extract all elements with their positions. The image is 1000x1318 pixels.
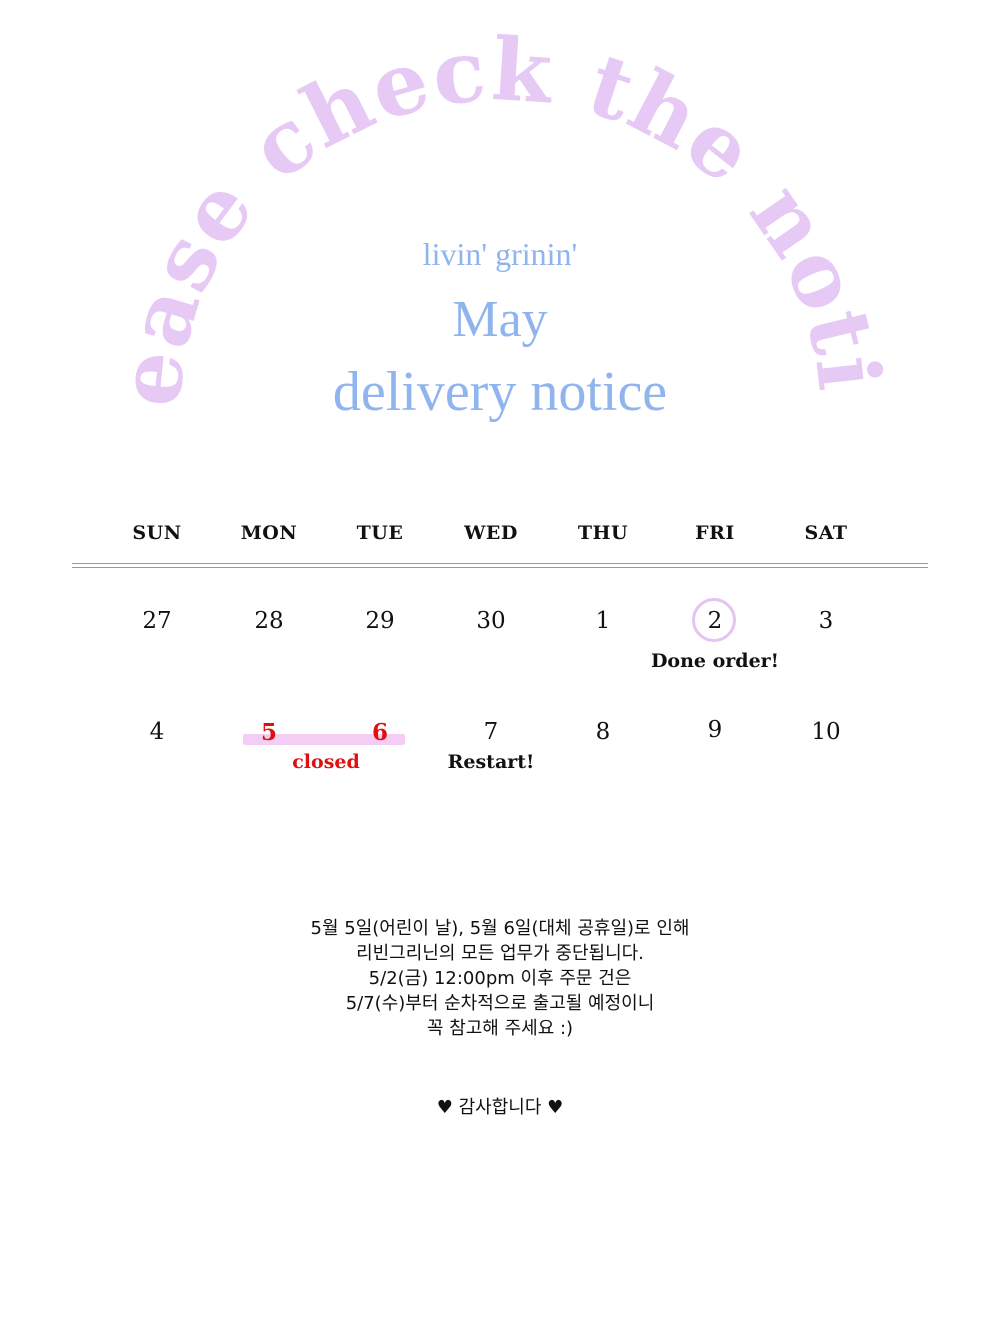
calendar-day-order-deadline: 2: [707, 608, 723, 634]
calendar-day: 30: [476, 608, 506, 634]
calendar-divider-bottom: [72, 567, 928, 568]
weekday-fri: FRI: [695, 522, 735, 544]
closed-highlight-bar: [243, 734, 405, 745]
notice-body: 5월 5일(어린이 날), 5월 6일(대체 공휴일)로 인해 리빈그리닌의 모…: [0, 916, 1000, 1041]
calendar-day: 8: [595, 719, 611, 745]
calendar-day: 3: [818, 608, 834, 634]
calendar-day: 27: [142, 608, 172, 634]
arc-headline-path: please check the notice: [0, 0, 898, 411]
calendar-day: 9: [707, 717, 723, 743]
page-title: delivery notice: [332, 361, 668, 423]
calendar-divider-top: [72, 563, 928, 564]
calendar-day-closed: 6: [371, 719, 388, 746]
notice-line: 리빈그리닌의 모든 업무가 중단됩니다.: [356, 943, 644, 964]
calendar-day-restart: 7: [483, 719, 499, 745]
calendar-day: 4: [149, 719, 165, 745]
thanks-message: ♥ 감사합니다 ♥: [436, 1097, 564, 1118]
calendar-day: 29: [365, 608, 395, 634]
brand-name: livin' grinin': [422, 236, 578, 272]
order-deadline-circle: [692, 598, 736, 642]
weekday-mon: MON: [240, 522, 298, 544]
arc-headline: please check the notice: [0, 0, 1000, 460]
calendar-day: 1: [595, 608, 611, 634]
calendar-day: 10: [811, 719, 841, 745]
weekday-sun: SUN: [132, 522, 182, 544]
notice-line: 5월 5일(어린이 날), 5월 6일(대체 공휴일)로 인해: [310, 918, 690, 939]
closed-note: closed: [292, 751, 360, 773]
arc-headline-text: please check the notice: [0, 0, 900, 411]
notice-line: 5/7(수)부터 순차적으로 출고될 예정이니: [345, 993, 655, 1014]
month-title: May: [452, 291, 548, 348]
calendar-day: 28: [254, 608, 284, 634]
restart-note: Restart!: [447, 751, 535, 773]
done-order-note: Done order!: [650, 650, 780, 672]
notice-line: 5/2(금) 12:00pm 이후 주문 건은: [368, 968, 632, 989]
weekday-thu: THU: [577, 522, 629, 544]
weekday-wed: WED: [464, 522, 518, 544]
calendar-day-closed: 5: [260, 719, 277, 746]
weekday-sat: SAT: [804, 522, 848, 544]
weekday-tue: TUE: [356, 522, 404, 544]
notice-line: 꼭 참고해 주세요 :): [426, 1018, 574, 1039]
calendar-weekday-header: SUN MON TUE WED THU FRI SAT: [100, 522, 884, 556]
